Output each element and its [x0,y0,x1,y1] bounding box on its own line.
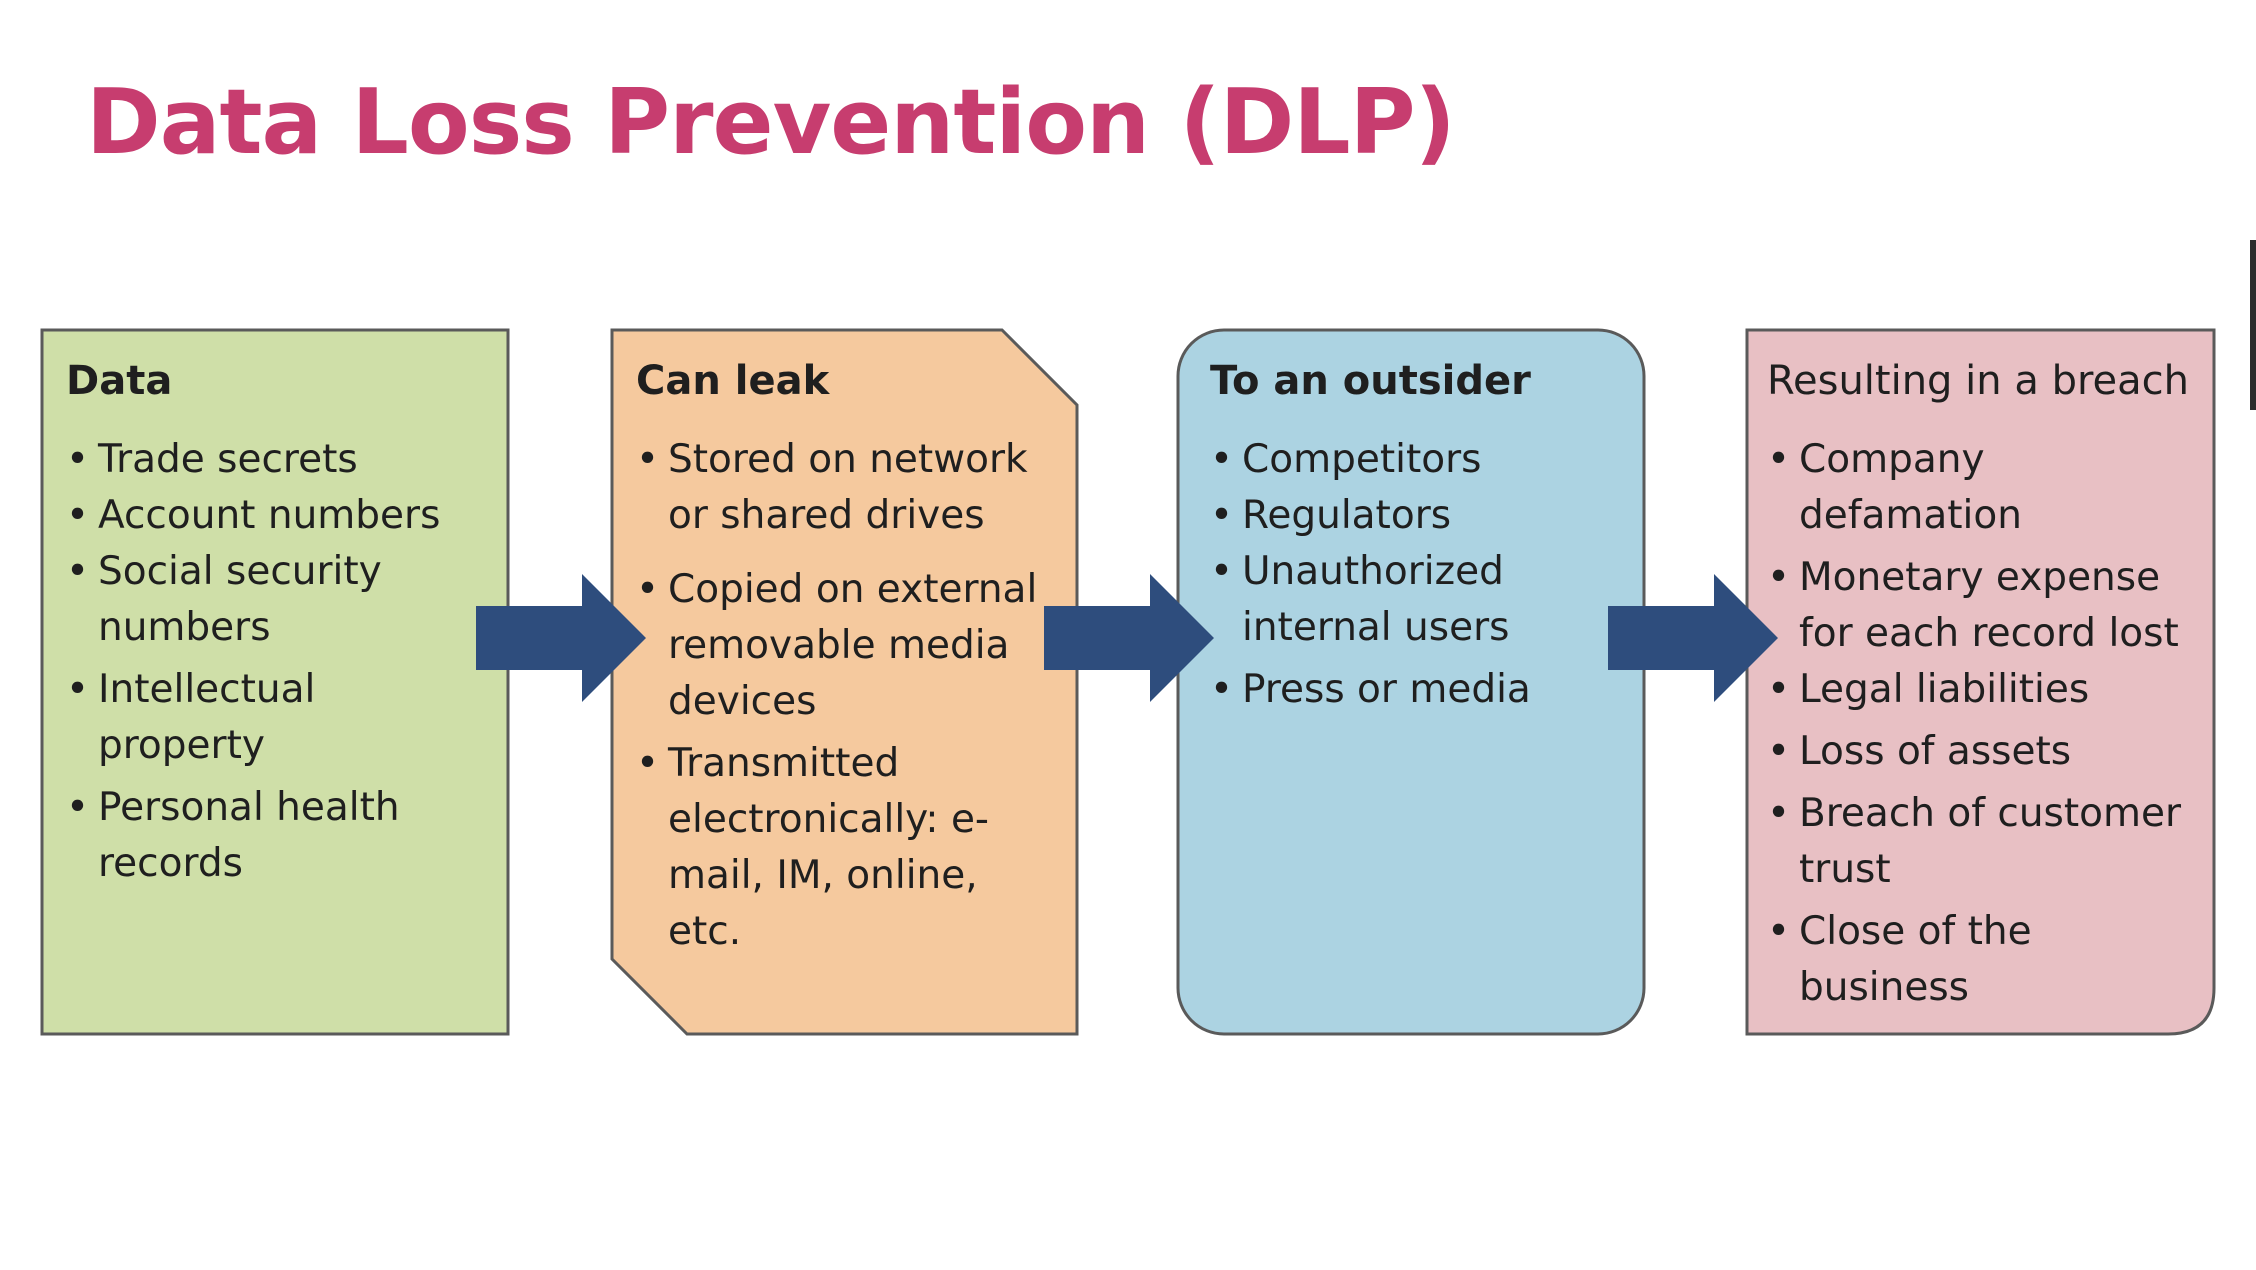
list-item: Stored on network or shared drives [636,432,1058,544]
arrow-1 [476,574,646,702]
outsider-box-list: Competitors Regulators Unauthorized inte… [1210,432,1624,718]
list-item: Unauthorized internal users [1210,544,1562,656]
outsider-box: To an outsider Competitors Regulators Un… [1188,330,1648,1034]
list-item: Personal health records [66,780,418,892]
list-item: Transmitted electronically: e-mail, IM, … [636,736,1038,960]
slide-title: Data Loss Prevention (DLP) [86,70,1456,175]
list-item: Breach of customer trust [1767,786,2199,898]
list-item: Regulators [1210,488,1624,544]
arrow-3 [1608,574,1778,702]
data-box: Data Trade secrets Account numbers Socia… [42,330,512,1034]
data-box-title: Data [66,358,173,404]
list-item: Account numbers [66,488,488,544]
leak-box-title: Can leak [636,358,830,404]
list-item: Monetary expense for each record lost [1767,550,2199,662]
breach-box: Resulting in a breach Company defamation… [1747,330,2217,1034]
breach-box-list: Company defamation Monetary expense for … [1767,432,2193,1016]
list-item: Social security numbers [66,544,388,656]
list-item: Close of the business [1767,904,2193,1016]
arrow-2 [1044,574,1214,702]
list-item: Competitors [1210,432,1624,488]
breach-box-title: Resulting in a breach [1767,358,2189,404]
outsider-box-title: To an outsider [1210,358,1531,404]
list-item: Company defamation [1767,432,2193,544]
list-item: Intellectual property [66,662,488,774]
list-item: Trade secrets [66,432,488,488]
data-box-list: Trade secrets Account numbers Social sec… [66,432,488,892]
list-item: Copied on external removable media devic… [636,562,1058,730]
list-item: Loss of assets [1767,724,2193,780]
list-item: Legal liabilities [1767,662,2193,718]
leak-box-list: Stored on network or shared drives Copie… [636,432,1053,960]
leak-box: Can leak Stored on network or shared dri… [612,330,1077,1034]
window-edge [2250,240,2256,410]
list-item: Press or media [1210,662,1624,718]
